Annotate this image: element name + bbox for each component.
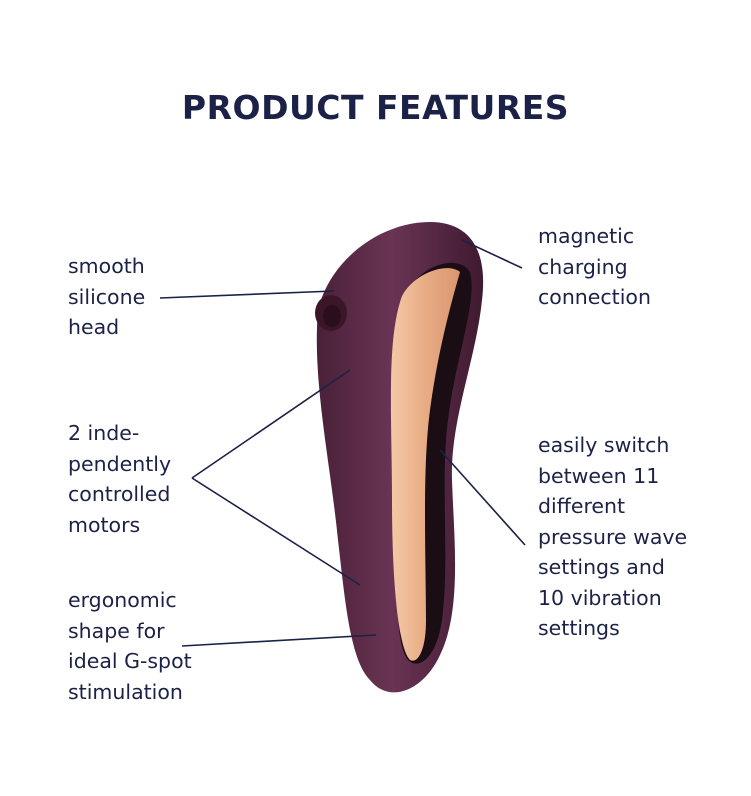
leader-lines <box>159 239 526 647</box>
feature-label-line: ergonomic <box>68 588 177 612</box>
feature-label-line: 2 inde- <box>68 421 140 445</box>
feature-label-line: pressure wave <box>538 524 688 549</box>
feature-label-line: between 11 <box>538 463 660 488</box>
feature-label-line: settings and <box>538 555 665 579</box>
feature-label-line: different <box>538 494 626 518</box>
feature-label-head: smooth silicone head <box>68 251 145 343</box>
feature-label-shape: ergonomic shape for ideal G-spot stimula… <box>68 585 192 707</box>
leader-head <box>159 290 335 299</box>
feature-label-line: pendently <box>68 451 172 476</box>
feature-label-line: 10 vibration <box>538 585 662 610</box>
device-accent-strip <box>390 268 460 661</box>
feature-label-line: shape for <box>68 618 165 643</box>
feature-label-line: head <box>68 315 120 339</box>
leader-shape <box>181 634 377 647</box>
leader-motors-upper <box>191 369 351 479</box>
feature-label-switch: easily switch between 11 different press… <box>538 430 687 644</box>
leader-motors-lower <box>191 477 361 586</box>
feature-label-line: motors <box>68 512 141 537</box>
feature-label-line: smooth <box>68 254 145 278</box>
feature-label-line: charging <box>538 254 628 279</box>
feature-label-line: connection <box>538 285 651 309</box>
feature-label-line: controlled <box>68 482 171 506</box>
feature-label-motors: 2 inde- pendently controlled motors <box>68 418 171 540</box>
page-title: PRODUCT FEATURES <box>181 88 570 127</box>
feature-label-line: magnetic <box>538 224 635 248</box>
feature-label-line: silicone <box>68 284 146 309</box>
leader-charge <box>461 239 523 269</box>
head-opening-inner <box>323 305 341 327</box>
feature-label-line: ideal G-spot <box>68 649 192 673</box>
feature-label-line: settings <box>538 616 620 640</box>
feature-label-charge: magnetic charging connection <box>538 221 651 313</box>
feature-label-line: stimulation <box>68 679 183 704</box>
feature-label-line: easily switch <box>538 433 670 457</box>
leader-switch <box>439 449 526 546</box>
